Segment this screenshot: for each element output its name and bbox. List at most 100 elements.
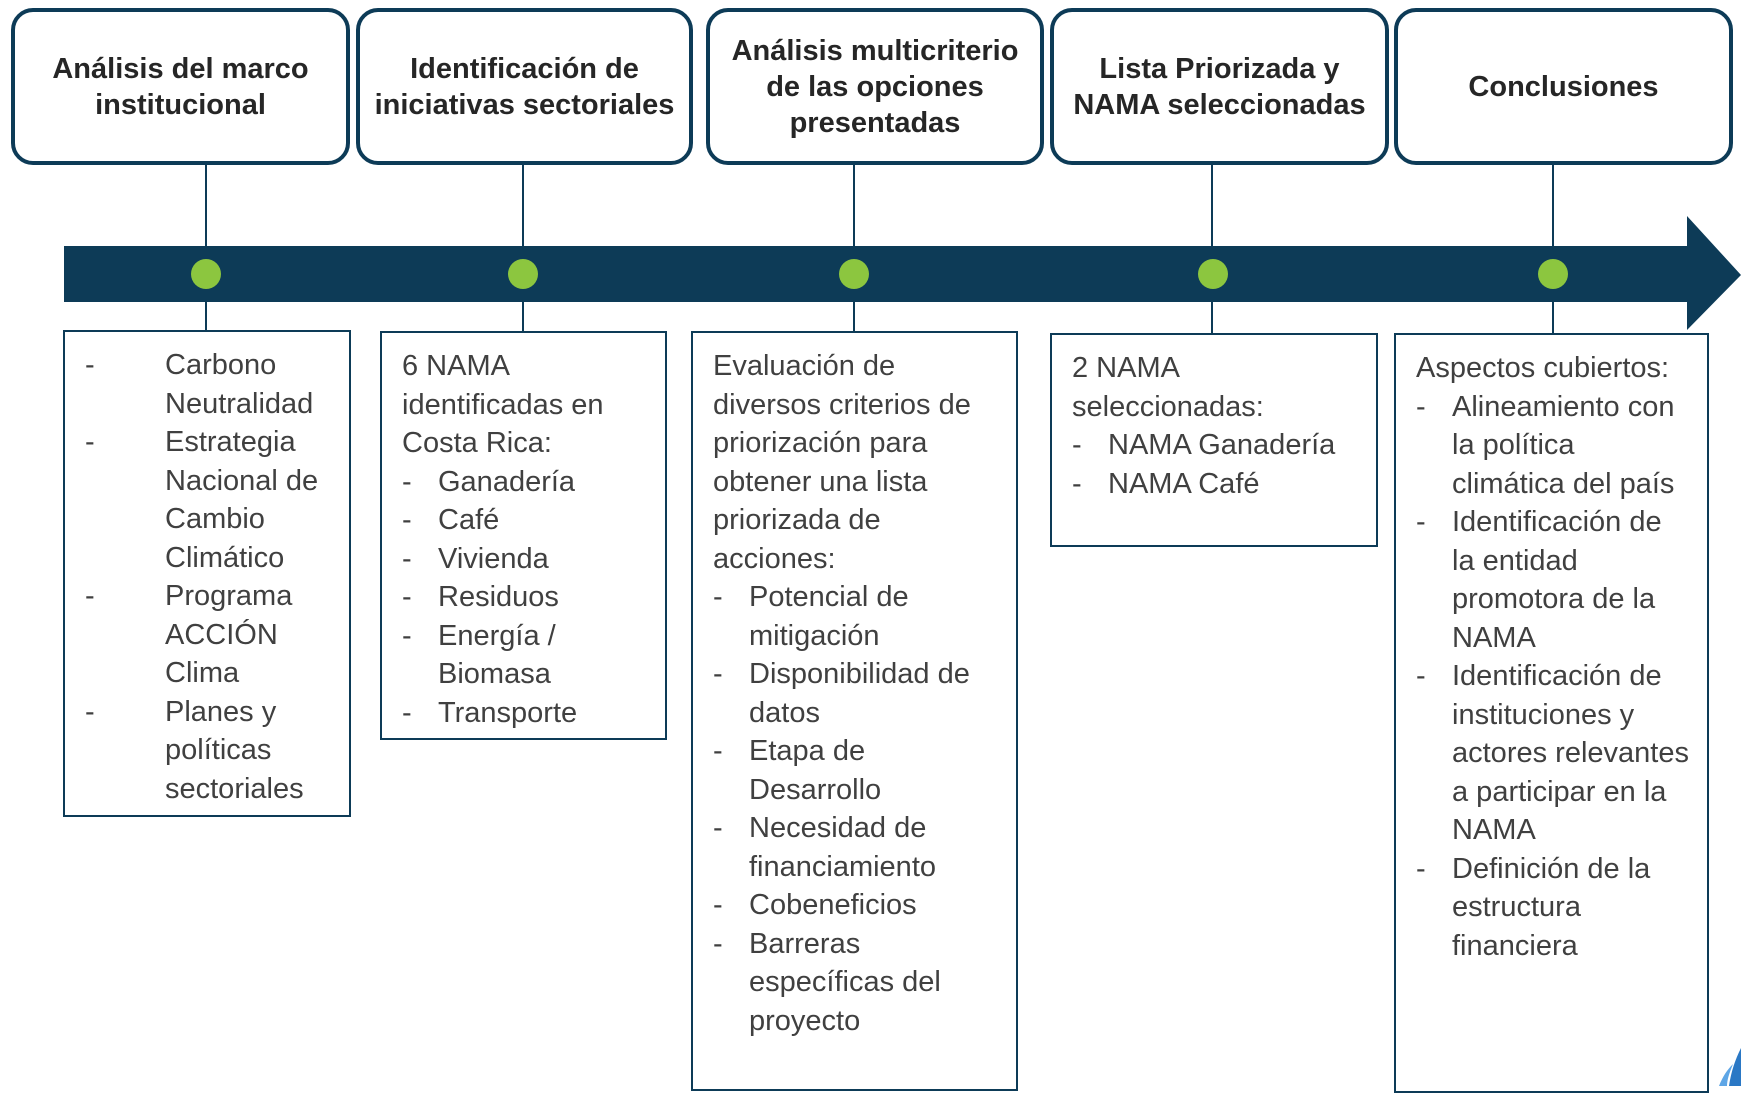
stage-1-item-4: Planes y políticas sectoriales (165, 695, 304, 805)
list-item: -NAMA Ganadería (1072, 426, 1358, 465)
stage-1-title: Análisis del marco institucional (11, 8, 350, 165)
connector-line-4-top (1211, 164, 1213, 246)
stage-2-title: Identificación de iniciativas sectoriale… (356, 8, 693, 165)
dash-bullet: - (713, 927, 723, 960)
stage-1-title-text: Análisis del marco institucional (52, 52, 309, 121)
stage-5-title-text: Conclusiones (1468, 70, 1659, 103)
stage-5-item-4: Definición de la estructura financiera (1452, 852, 1651, 962)
stage-2-item-4: Residuos (438, 581, 559, 613)
list-item: -Definición de la estructura financiera (1416, 850, 1689, 966)
dash-bullet: - (713, 812, 723, 844)
stage-5-item-1: Alineamiento con la política climática d… (1452, 390, 1675, 500)
list-item: -Barreras específicas del proyecto (713, 925, 998, 1041)
stage-2-title-text: Identificación de iniciativas sectoriale… (374, 52, 675, 121)
stage-5-title: Conclusiones (1394, 8, 1733, 165)
stage-3-item-4: Necesidad de financiamiento (749, 812, 936, 883)
stage-4-item-list: -NAMA Ganadería -NAMA Café (1072, 426, 1358, 503)
list-item: -Etapa de Desarrollo (713, 732, 998, 809)
stage-2-item-1: Ganadería (438, 465, 576, 498)
stage-2-details: 6 NAMA identificadas en Costa Rica: -Gan… (380, 331, 667, 740)
dash-bullet: - (1416, 660, 1426, 692)
stage-2-item-2: Café (438, 504, 500, 536)
dash-bullet: - (85, 426, 95, 458)
connector-line-2-bottom (522, 302, 524, 331)
list-item: -Alineamiento con la política climática … (1416, 388, 1689, 504)
stage-3-details: Evaluación de diversos criterios de prio… (691, 331, 1018, 1091)
dash-bullet: - (1416, 852, 1426, 885)
stage-5-details: Aspectos cubiertos: -Alineamiento con la… (1394, 333, 1709, 1093)
dash-bullet: - (1416, 390, 1426, 423)
stage-1-item-3: Programa ACCIÓN Clima (165, 580, 293, 689)
stage-5-item-3: Identificación de instituciones y actore… (1452, 660, 1689, 846)
dash-bullet: - (402, 542, 412, 575)
dash-bullet: - (402, 581, 412, 613)
list-item: - Planes y políticas sectoriales (85, 693, 331, 809)
dash-bullet: - (1072, 429, 1082, 461)
stage-2-item-list: -Ganadería -Café -Vivienda -Residuos -En… (402, 463, 647, 733)
stage-4-intro: 2 NAMA seleccionadas: (1072, 352, 1264, 423)
dash-bullet: - (713, 658, 723, 690)
dash-bullet: - (713, 889, 723, 921)
stage-3-item-2: Disponibilidad de datos (749, 658, 970, 729)
milestone-dot-5 (1538, 259, 1568, 289)
connector-line-1-top (205, 164, 207, 246)
connector-line-5-bottom (1552, 302, 1554, 333)
stage-4-title: Lista Priorizada y NAMA seleccionadas (1050, 8, 1389, 165)
milestone-dot-3 (839, 259, 869, 289)
list-item: - Carbono Neutralidad (85, 346, 331, 423)
list-item: -Transporte (402, 694, 647, 733)
stage-4-title-text: Lista Priorizada y NAMA seleccionadas (1073, 52, 1366, 121)
stage-1-details: - Carbono Neutralidad - Estrategia Naciona… (63, 330, 351, 817)
dash-bullet: - (1416, 506, 1426, 538)
connector-line-4-bottom (1211, 302, 1213, 333)
dash-bullet: - (85, 695, 95, 728)
list-item: -Cobeneficios (713, 886, 998, 925)
stage-5-intro: Aspectos cubiertos: (1416, 352, 1670, 384)
list-item: -Identificación de la entidad promotora … (1416, 503, 1689, 657)
connector-line-3-bottom (853, 302, 855, 331)
connector-line-5-top (1552, 164, 1554, 246)
list-item: -Potencial de mitigación (713, 578, 998, 655)
stage-3-item-1: Potencial de mitigación (749, 581, 909, 652)
dash-bullet: - (713, 581, 723, 613)
dash-bullet: - (402, 504, 412, 536)
dash-bullet: - (1072, 467, 1082, 500)
stage-4-details: 2 NAMA seleccionadas: -NAMA Ganadería -N… (1050, 333, 1378, 547)
stage-3-title-text: Análisis multicriterio de las opciones p… (731, 34, 1019, 139)
stage-3-title: Análisis multicriterio de las opciones p… (706, 8, 1044, 165)
connector-line-1-bottom (205, 302, 207, 330)
arrow-shape (64, 216, 1741, 330)
dash-bullet: - (402, 696, 412, 729)
stage-2-intro: 6 NAMA identificadas en Costa Rica: (402, 350, 604, 459)
milestone-dot-1 (191, 259, 221, 289)
stage-2-item-3: Vivienda (438, 542, 549, 575)
stage-3-item-5: Cobeneficios (749, 889, 917, 921)
corner-logo-fragment (1719, 1048, 1741, 1086)
dash-bullet: - (402, 619, 412, 652)
stage-4-item-1: NAMA Ganadería (1108, 429, 1336, 461)
stage-1-item-list: - Carbono Neutralidad - Estrategia Naciona… (85, 346, 331, 808)
stage-2-item-6: Transporte (438, 696, 578, 729)
stage-2-item-5: Energía / Biomasa (438, 619, 556, 691)
stage-5-item-list: -Alineamiento con la política climática … (1416, 388, 1689, 966)
stage-1-item-1: Carbono Neutralidad (165, 349, 314, 420)
list-item: -Vivienda (402, 540, 647, 579)
stage-3-item-list: -Potencial de mitigación -Disponibilidad… (713, 578, 998, 1040)
stage-3-item-3: Etapa de Desarrollo (749, 735, 882, 806)
dash-bullet: - (402, 465, 412, 498)
list-item: -Residuos (402, 578, 647, 617)
list-item: -Necesidad de financiamiento (713, 809, 998, 886)
list-item: -Disponibilidad de datos (713, 655, 998, 732)
connector-line-2-top (522, 164, 524, 246)
dash-bullet: - (85, 349, 95, 381)
list-item: -Programa ACCIÓN Clima (85, 577, 331, 693)
list-item: -Energía / Biomasa (402, 617, 647, 694)
list-item: - Estrategia Nacional de Cambio Climático (85, 423, 331, 577)
list-item: -NAMA Café (1072, 465, 1358, 504)
milestone-dot-2 (508, 259, 538, 289)
list-item: -Ganadería (402, 463, 647, 502)
stage-1-item-2: Estrategia Nacional de Cambio Climático (165, 426, 319, 574)
stage-4-item-2: NAMA Café (1108, 467, 1260, 500)
